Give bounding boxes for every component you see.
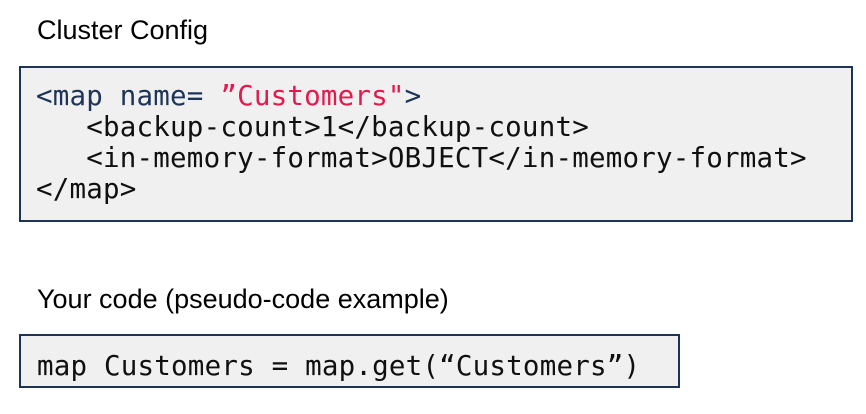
- xml-map-close-line: </map>: [36, 173, 137, 205]
- cluster-config-heading: Cluster Config: [37, 15, 209, 45]
- xml-map-open-line: <map name= ”Customers">: [36, 81, 845, 112]
- map-open-tag-token: <map name=: [36, 80, 221, 112]
- xml-in-memory-format-line: <in-memory-format>OBJECT</in-memory-form…: [36, 142, 807, 174]
- pseudo-code-line: map Customers = map.get(“Customers”): [37, 350, 641, 382]
- your-code-heading: Your code (pseudo-code example): [37, 284, 449, 314]
- map-name-value-token: ”Customers": [220, 80, 405, 112]
- pseudo-code-block: map Customers = map.get(“Customers”): [19, 334, 680, 388]
- xml-backup-count-line: <backup-count>1</backup-count>: [36, 111, 589, 143]
- map-tag-close-token: >: [404, 80, 422, 112]
- cluster-config-code-block: <map name= ”Customers"> <backup-count>1<…: [19, 66, 853, 222]
